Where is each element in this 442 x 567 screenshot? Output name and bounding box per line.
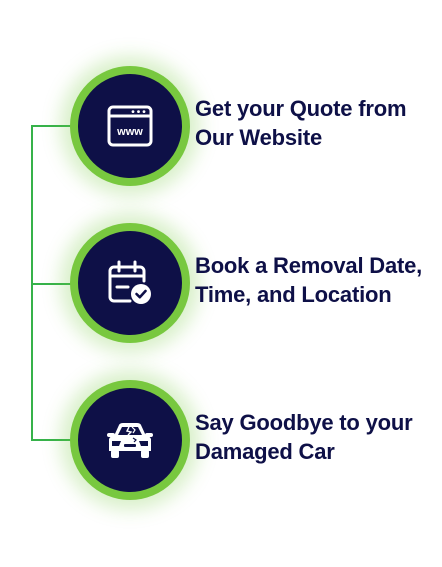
www-browser-icon: www	[107, 105, 153, 147]
step-3-title-line-2: Damaged Car	[195, 439, 335, 464]
timeline-branch-1	[31, 125, 75, 127]
step-get-quote: www Get your Quote from Our Website	[0, 66, 442, 186]
timeline-branch-3	[31, 439, 75, 441]
calendar-check-icon	[108, 260, 151, 304]
step-2-badge	[70, 223, 190, 343]
damaged-car-icon	[107, 423, 153, 458]
step-2-title: Book a Removal Date, Time, and Location	[195, 251, 440, 309]
step-2-title-line-1: Book a Removal Date,	[195, 253, 423, 278]
timeline-branch-2	[31, 283, 75, 285]
step-1-title-line-1: Get your Quote from	[195, 96, 407, 121]
step-3-title: Say Goodbye to your Damaged Car	[195, 408, 440, 466]
step-1-title-line-2: Our Website	[195, 125, 322, 150]
step-1-badge: www	[70, 66, 190, 186]
step-1-title: Get your Quote from Our Website	[195, 94, 440, 152]
step-book-removal: Book a Removal Date, Time, and Location	[0, 223, 442, 343]
step-3-title-line-1: Say Goodbye to your	[195, 410, 413, 435]
www-icon-text: www	[116, 126, 143, 138]
step-3-badge	[70, 380, 190, 500]
step-2-title-line-2: Time, and Location	[195, 282, 392, 307]
step-goodbye-car: Say Goodbye to your Damaged Car	[0, 380, 442, 500]
